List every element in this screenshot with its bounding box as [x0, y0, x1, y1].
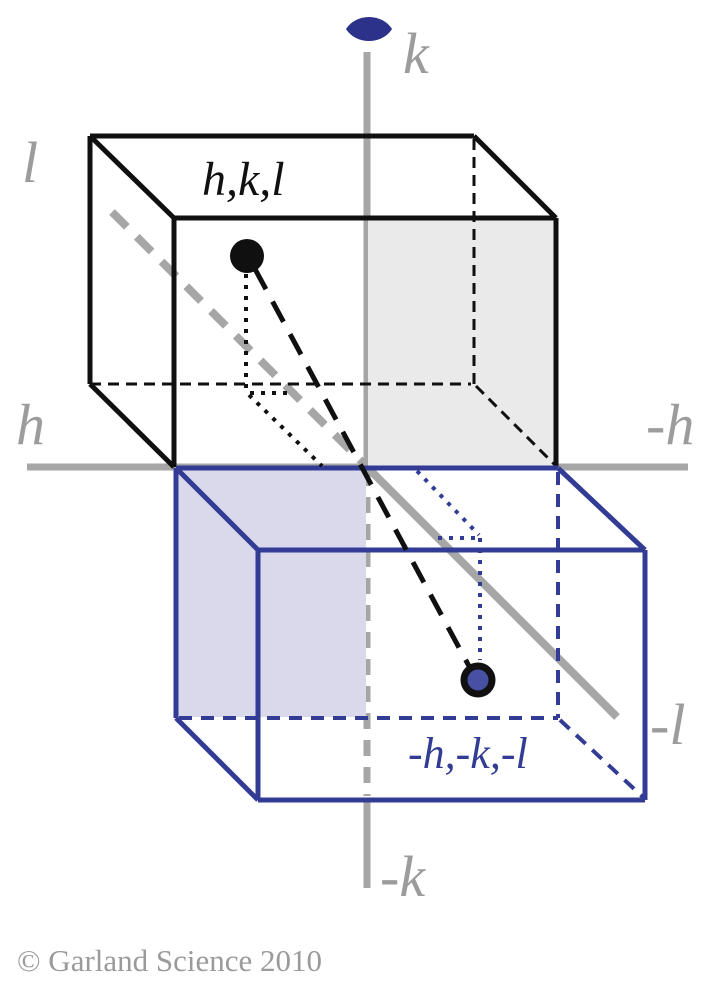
negative-k-axis-label: -k	[380, 844, 426, 909]
negative-l-axis-label: -l	[650, 692, 685, 757]
hkl-point-dot	[230, 239, 264, 273]
unit-cell-negative-hkl	[173, 465, 648, 803]
hkl-cell-bottom-left-connector-edge	[88, 382, 176, 469]
h-axis-label: h	[16, 392, 45, 457]
hkl-cell-top-right-connector-edge	[472, 134, 558, 220]
negative-projection-diagonal-dotted-line	[415, 469, 481, 537]
k-axis-label: k	[403, 21, 430, 86]
l-axis-positive-hidden-line	[109, 209, 367, 467]
construction-lines	[244, 267, 482, 670]
inversion-connector-dashed-line	[252, 267, 473, 670]
l-axis-label: l	[22, 130, 38, 195]
copyright-text: © Garland Science 2010	[17, 943, 322, 978]
negative-cell-bottom-right-connector-edge	[558, 718, 647, 801]
hkl-cell-bottom-right-connector-edge	[474, 384, 558, 468]
negative-hkl-point-dot	[460, 662, 496, 698]
inversion-center-lens-icon	[346, 17, 392, 41]
hkl-point-label: h,k,l	[202, 153, 285, 206]
negative-cell-shaded-region	[176, 469, 366, 717]
negative-hkl-point-label: -h,-k,-l	[408, 729, 528, 778]
hkl-projection-diagonal-dotted-line	[247, 393, 324, 468]
hkl-cell-shaded-region	[368, 219, 556, 466]
hkl-cell-top-left-connector-edge	[88, 134, 176, 220]
negative-cell-top-left-connector-edge	[174, 466, 260, 552]
negative-h-axis-label: -h	[646, 392, 694, 457]
labels: k l h -h -l -k h,k,l -h,-k,-l © Garland …	[16, 21, 694, 978]
unit-cell-hkl	[87, 133, 559, 469]
negative-cell-top-right-connector-edge	[556, 466, 647, 552]
l-axis-negative-line	[365, 465, 620, 720]
negative-cell-bottom-left-connector-edge	[174, 716, 260, 802]
